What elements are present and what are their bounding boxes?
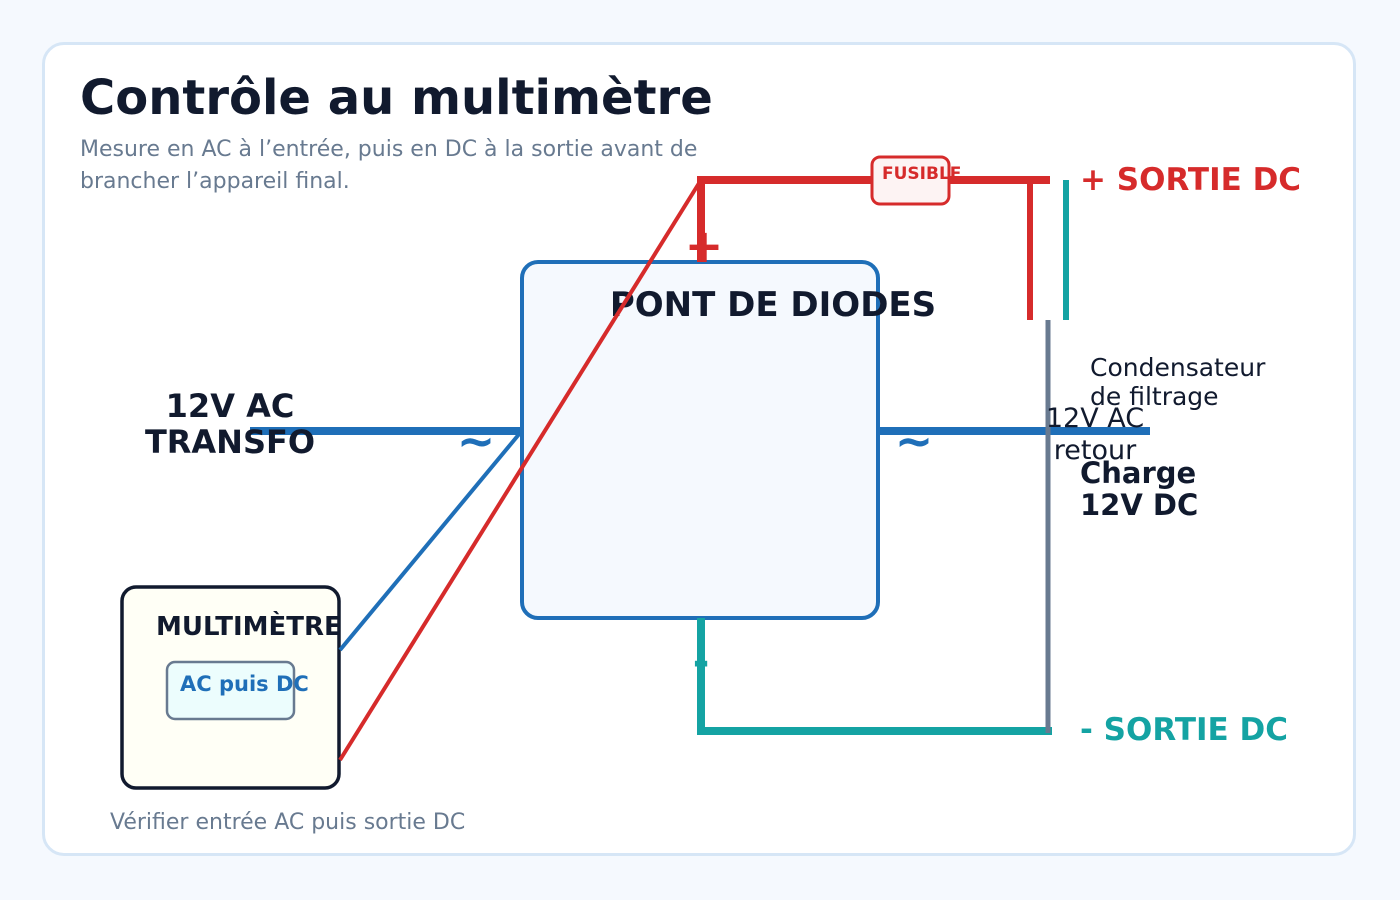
load-label-line2: 12V DC [1080,488,1198,522]
negative-output-label: - SORTIE DC [1080,712,1288,748]
positive-output-label: + SORTIE DC [1080,162,1301,198]
load-label-line1: Charge [1080,456,1196,490]
fuse-label: FUSIBLE [882,164,961,184]
bridge-minus-symbol: - [693,639,710,685]
bridge-label: PONT DE DIODES [610,285,936,325]
transformer-label-line2: TRANSFO [145,423,315,461]
multimeter-mode-display [165,660,296,721]
multimeter-label: MULTIMÈTRE [156,610,342,642]
capacitor-label-line1: Condensateur [1090,353,1266,382]
capacitor-label-line2: de filtrage [1090,382,1219,411]
footer-note: Vérifier entrée AC puis sortie DC [110,810,466,835]
bridge-ac-symbol-right: ~ [895,414,934,468]
multimeter-mode-label: AC puis DC [180,672,309,696]
probe-lead-ac [338,431,522,652]
fuse-box [870,155,951,206]
ac-return-label-line2: retour [1054,435,1137,466]
ac-return-label-line1: 12V AC [1046,403,1144,434]
bridge-plus-symbol: + [685,219,724,273]
probe-lead-dc [338,178,703,762]
bridge-ac-symbol-left: ~ [457,414,496,468]
page-subtitle: Mesure en AC à l’entrée, puis en DC à la… [80,137,698,194]
page-title: Contrôle au multimètre [80,70,713,126]
transformer-label-line1: 12V AC [166,387,295,425]
